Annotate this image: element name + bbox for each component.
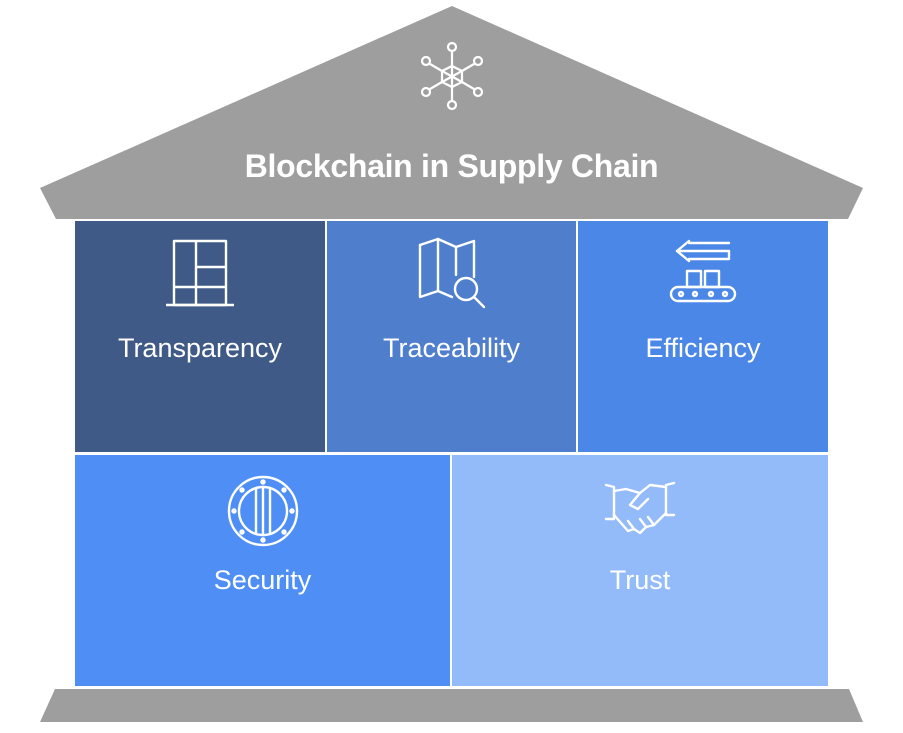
- pillar-label: Trust: [609, 565, 671, 595]
- pillar-label: Traceability: [382, 333, 521, 363]
- map-search-icon: [418, 237, 485, 309]
- conveyor-belt-icon: [669, 239, 737, 303]
- roof: [40, 6, 863, 219]
- vault-shield-icon: [227, 475, 298, 547]
- pillar-label: Transparency: [117, 333, 283, 363]
- pillar-label: Security: [213, 565, 312, 595]
- foundation: [40, 689, 863, 722]
- handshake-icon: [604, 481, 676, 535]
- pillar-efficiency: Efficiency: [578, 221, 828, 452]
- pillar-label: Efficiency: [645, 333, 761, 363]
- window-icon: [166, 239, 234, 307]
- diagram-title: Blockchain in Supply Chain: [244, 148, 659, 184]
- pillar-traceability: Traceability: [327, 221, 576, 452]
- blockchain-network-icon: [420, 41, 484, 111]
- pillar-security: Security: [75, 455, 450, 686]
- pillar-transparency: Transparency: [75, 221, 325, 452]
- pillar-trust: Trust: [452, 455, 828, 686]
